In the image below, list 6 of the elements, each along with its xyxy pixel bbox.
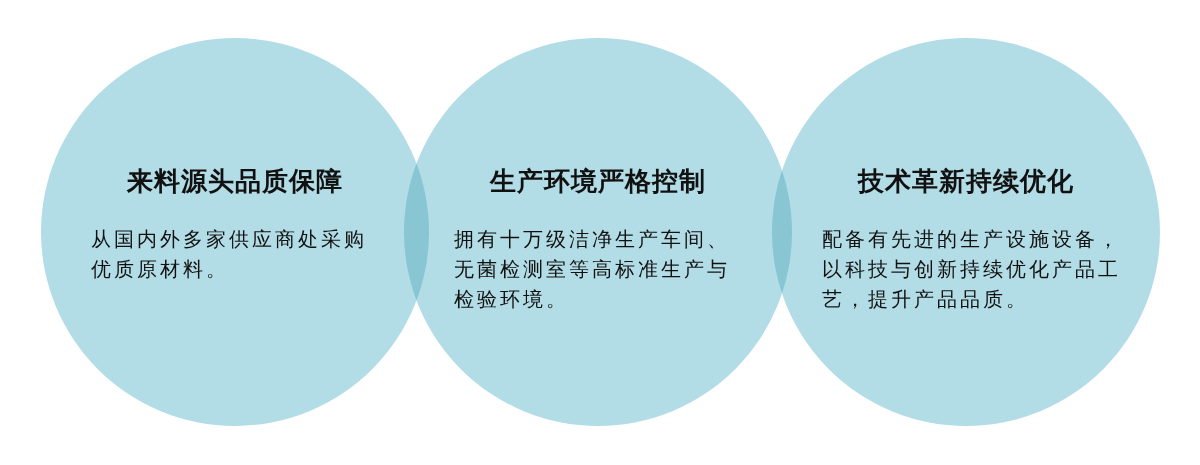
circle-title: 技术革新持续优化 [858, 165, 1074, 198]
description-text: 拥有十万级洁净生产车间、无菌检测室等高标准生产与检验环境。 [454, 226, 731, 313]
circle-title: 生产环境严格控制 [490, 165, 706, 198]
description-text: 从国内外多家供应商处采购优质原材料。 [91, 226, 368, 283]
description-text: 配备有先进的生产设施设备，以科技与创新持续优化产品工艺，提升产品品质。 [822, 226, 1122, 313]
circle-title: 来料源头品质保障 [127, 165, 343, 198]
